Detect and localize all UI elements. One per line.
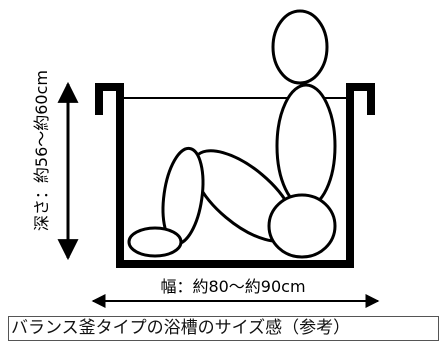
bathtub [95, 83, 375, 268]
tub-left-lip [95, 83, 124, 267]
tub-right-lip-and-wall [346, 83, 375, 267]
width-label: 幅：約80〜約90cm [160, 277, 305, 296]
seated-figure [127, 9, 337, 259]
caption: バランス釜タイプの浴槽のサイズ感（参考） [8, 316, 439, 341]
figure-hip [267, 193, 337, 259]
depth-label: 深さ：約56〜約60cm [32, 70, 51, 231]
figure-torso [275, 83, 337, 209]
figure-foot [127, 226, 183, 258]
figure-head [271, 9, 329, 85]
